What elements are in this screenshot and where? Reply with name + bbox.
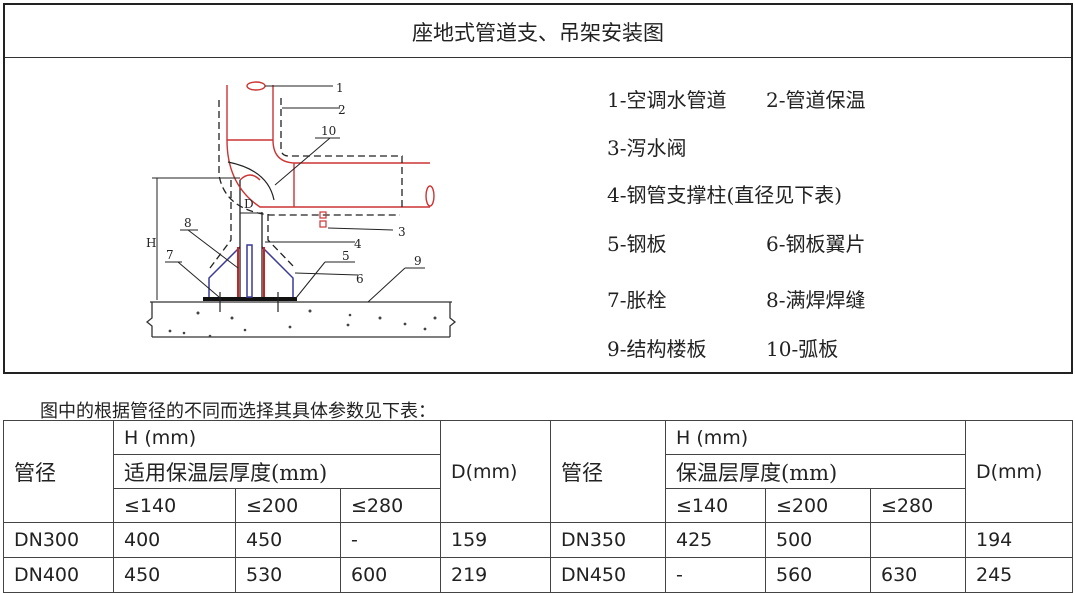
- label-9: 9: [414, 254, 422, 268]
- cell: -: [665, 557, 766, 593]
- label-10: 10: [321, 124, 336, 138]
- header-thickness: 适用保温层厚度(mm): [113, 454, 441, 489]
- sub-200: ≤200: [235, 488, 341, 523]
- sub-280: ≤280: [870, 488, 966, 523]
- table-header-row: 管径 H (mm) D(mm) 管径 H (mm) D(mm): [3, 420, 1073, 523]
- label-1: 1: [336, 81, 344, 95]
- header-h: H (mm): [665, 420, 966, 455]
- cell: 450: [113, 557, 236, 593]
- header-d: D(mm): [965, 420, 1073, 523]
- legend-item: 10-弧板: [766, 337, 839, 361]
- legend-item: 4-钢管支撑柱(直径见下表): [607, 183, 843, 207]
- header-d: D(mm): [440, 420, 551, 523]
- legend-item: 3-泻水阀: [607, 136, 687, 160]
- cell: 600: [340, 557, 441, 593]
- cell: [870, 522, 966, 558]
- cell: 450: [235, 522, 341, 558]
- cell: DN350: [550, 522, 666, 558]
- sub-140: ≤140: [665, 488, 766, 523]
- label-6: 6: [356, 272, 364, 286]
- cell: 560: [765, 557, 871, 593]
- sub-280: ≤280: [340, 488, 441, 523]
- dim-d-label: D: [244, 197, 254, 211]
- installation-figure-box: 座地式管道支、吊架安装图: [3, 3, 1073, 374]
- weld-seam: [237, 247, 265, 297]
- cell: DN450: [550, 557, 666, 593]
- label-7: 7: [166, 248, 174, 262]
- cell: 194: [965, 522, 1073, 558]
- table-intro: 图中的根据管径的不同而选择其具体参数见下表：: [40, 401, 436, 422]
- label-5: 5: [342, 249, 350, 263]
- cell: 159: [440, 522, 551, 558]
- parameter-table: 管径 H (mm) D(mm) 管径 H (mm) D(mm) 适用保温层厚度(…: [3, 420, 1073, 593]
- legend-item: 1-空调水管道: [607, 88, 727, 112]
- header-pipe-size: 管径: [550, 420, 666, 523]
- legend-item: 8-满焊焊缝: [766, 288, 866, 312]
- cell: 245: [965, 557, 1073, 593]
- legend-item: 9-结构楼板: [607, 337, 707, 361]
- cell: 400: [113, 522, 236, 558]
- cell: 219: [440, 557, 551, 593]
- label-3: 3: [398, 225, 406, 239]
- sub-200: ≤200: [765, 488, 871, 523]
- figure-title: 座地式管道支、吊架安装图: [5, 5, 1071, 58]
- header-h: H (mm): [113, 420, 441, 455]
- cell: 630: [870, 557, 966, 593]
- cell: 500: [765, 522, 871, 558]
- cell: 425: [665, 522, 766, 558]
- expansion-bolts: [219, 292, 279, 312]
- dim-h-label: H: [146, 236, 156, 250]
- arc-plate: [227, 161, 275, 201]
- support-installation-diagram: H D 1 2 3 4 5 6 7 8 9 10: [145, 81, 457, 338]
- leader-lines: [165, 85, 425, 303]
- cell: 530: [235, 557, 341, 593]
- label-2: 2: [338, 103, 346, 117]
- legend-item: 7-胀栓: [607, 288, 667, 312]
- cell: DN300: [3, 522, 114, 558]
- legend-item: 5-钢板: [607, 232, 667, 256]
- label-4: 4: [354, 237, 362, 251]
- drain-valve: [319, 211, 327, 228]
- dimension-lines: [152, 177, 262, 300]
- steel-plate: [203, 297, 297, 301]
- header-thickness: 保温层厚度(mm): [665, 454, 966, 489]
- sub-140: ≤140: [113, 488, 236, 523]
- water-pipe: [226, 81, 435, 208]
- floor-slab: [145, 301, 457, 338]
- table-row: DN400 450 530 600 219 DN450 - 560 630 24…: [3, 557, 1073, 593]
- steel-column: [239, 180, 263, 297]
- cell: -: [340, 522, 441, 558]
- slab-aggregate: [168, 309, 437, 338]
- table-row: DN300 400 450 - 159 DN350 425 500 194: [3, 522, 1073, 558]
- plate-wings: [208, 244, 294, 298]
- cell: DN400: [3, 557, 114, 593]
- legend-item: 2-管道保温: [766, 88, 866, 112]
- header-pipe-size: 管径: [3, 420, 114, 523]
- label-8: 8: [184, 216, 192, 230]
- pipe-insulation: [209, 98, 403, 269]
- legend-item: 6-钢板翼片: [766, 232, 866, 256]
